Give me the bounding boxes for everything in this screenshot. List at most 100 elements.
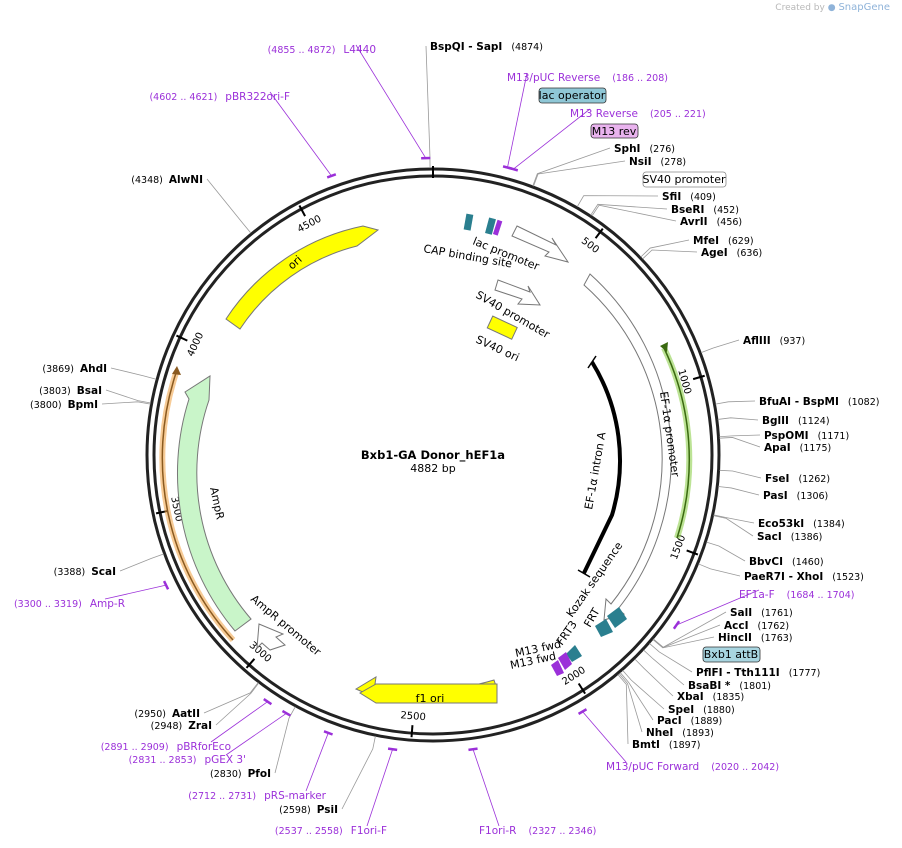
m13-fwd-2-feature xyxy=(551,660,564,676)
enzyme-label: ZraI xyxy=(188,720,212,732)
m13-rev-box-label: M13 rev xyxy=(592,125,637,138)
enzyme-label: PsiI xyxy=(317,804,338,816)
enzyme-position: (1124) xyxy=(798,416,830,427)
primer-mark xyxy=(508,166,519,172)
cap-site-feature xyxy=(463,213,474,231)
enzyme-position: (1761) xyxy=(761,608,793,619)
lac-operator-feature xyxy=(485,217,496,235)
enzyme-position: (1082) xyxy=(848,397,880,408)
enzyme-label: BmtI xyxy=(632,739,660,751)
enzyme-label: PasI xyxy=(763,490,788,502)
primer-label: (4602 .. 4621)pBR322ori-F xyxy=(149,91,290,103)
enzyme-position: (276) xyxy=(649,144,675,155)
enzyme-label: SphI xyxy=(614,143,640,155)
tick-500 xyxy=(594,228,604,239)
enzyme-position: (2830) xyxy=(210,769,242,780)
primer-mark xyxy=(672,620,681,630)
primer-label: M13/pUC Reverse(186 .. 208) xyxy=(507,72,668,84)
primer-mark xyxy=(387,747,398,752)
enzyme-label: PspOMI xyxy=(764,430,809,442)
primer-label: M13 Reverse(205 .. 221) xyxy=(570,108,706,120)
enzyme-position: (1523) xyxy=(832,572,864,583)
enzyme-label: AgeI xyxy=(701,247,728,259)
ampr-promoter-feature xyxy=(256,623,287,651)
ef1a-intron-start-cap xyxy=(577,569,591,578)
enzyme-label: AatII xyxy=(172,708,200,720)
enzyme-position: (456) xyxy=(717,217,743,228)
enzyme-position: (1897) xyxy=(669,740,701,751)
enzyme-label: PaeR7I - XhoI xyxy=(744,571,823,583)
sv40-promoter-feature xyxy=(494,279,541,306)
m13-fwd-1-feature xyxy=(558,652,572,670)
snapgene-logo-icon: ● xyxy=(827,3,836,13)
enzyme-label: BglII xyxy=(762,415,789,427)
credit-brand: SnapGene xyxy=(838,2,890,13)
frt-feature xyxy=(607,607,627,628)
enzyme-label: BsaBI * xyxy=(688,680,731,692)
enzyme-label: SfiI xyxy=(662,191,681,203)
tick-label-4500: 4500 xyxy=(296,214,324,236)
enzyme-position: (409) xyxy=(690,192,716,203)
enzyme-position: (3388) xyxy=(54,567,86,578)
primer-label: EF1a-F(1684 .. 1704) xyxy=(739,589,854,601)
enzyme-position: (1801) xyxy=(739,681,771,692)
tick-2000 xyxy=(577,682,586,695)
enzyme-position: (1893) xyxy=(682,728,714,739)
enzyme-position: (3869) xyxy=(42,364,74,375)
primer-label: M13/pUC Forward(2020 .. 2042) xyxy=(606,761,779,773)
lac-operator-box-label: lac operator xyxy=(539,89,606,102)
tick-1500 xyxy=(686,549,699,556)
primer-label: F1ori-R(2327 .. 2346) xyxy=(479,825,596,837)
enzyme-label: PacI xyxy=(657,715,682,727)
sv40-ori-label: SV40 ori xyxy=(474,333,521,364)
enzyme-position: (1763) xyxy=(761,633,793,644)
primer-label: (2537 .. 2558)F1ori-F xyxy=(275,825,387,837)
ef1a-intron-label: EF-1α intron A xyxy=(582,431,608,511)
tick-label-500: 500 xyxy=(579,236,601,256)
primer-mark xyxy=(468,747,478,752)
tick-label-4000: 4000 xyxy=(186,331,207,359)
enzyme-label: AvrII xyxy=(680,216,708,228)
sv40-promoter-box xyxy=(642,171,727,188)
tick-3000 xyxy=(245,658,256,669)
plasmid-name: Bxb1-GA Donor_hEF1a xyxy=(361,448,505,463)
ampr-label: AmpR xyxy=(207,486,227,521)
ef1a-intron-feature xyxy=(582,360,622,574)
enzyme-label: BpmI xyxy=(68,399,98,411)
bxb1-attb-box xyxy=(702,646,761,663)
enzyme-label: BseRI xyxy=(671,204,704,216)
enzyme-label: AccI xyxy=(724,620,748,632)
enzyme-position: (1835) xyxy=(713,692,745,703)
enzyme-label: FseI xyxy=(765,473,789,485)
enzyme-position: (1777) xyxy=(789,668,821,679)
enzyme-label: AhdI xyxy=(80,363,107,375)
enzyme-position: (2950) xyxy=(134,709,166,720)
enzyme-label: HincII xyxy=(718,632,752,644)
enzyme-position: (1460) xyxy=(792,557,824,568)
enzyme-label: ScaI xyxy=(91,566,116,578)
enzyme-label: NsiI xyxy=(629,156,652,168)
primer-label: (3300 .. 3319)Amp-R xyxy=(14,598,125,610)
primer-label: (2712 .. 2731)pRS-marker xyxy=(188,790,326,802)
ampr-glow-arc-inner xyxy=(161,372,234,641)
ef1a-glow-arrowhead xyxy=(660,342,668,352)
annotation-labels: BspQI - SapI (4874) SphI (276)NsiI (278) SfiI… xyxy=(14,41,880,837)
enzyme-label: BspQI - SapI xyxy=(430,41,502,53)
leader-lines xyxy=(101,44,762,827)
lac-operator-box xyxy=(538,87,607,104)
primer-label: (4855 .. 4872)L4440 xyxy=(268,44,376,56)
enzyme-position: (4874) xyxy=(511,42,543,53)
primer-mark xyxy=(263,698,273,706)
enzyme-label: PflFI - Tth111I xyxy=(696,667,780,679)
enzyme-label: XbaI xyxy=(677,691,704,703)
ori-feature xyxy=(225,225,380,330)
enzyme-label: BsaI xyxy=(77,385,102,397)
enzyme-position: (278) xyxy=(661,157,687,168)
frt-small-1 xyxy=(566,645,582,662)
tick-4000 xyxy=(176,334,188,342)
enzyme-label: Eco53kI xyxy=(758,518,804,530)
enzyme-label: BbvCI xyxy=(749,556,783,568)
enzyme-position: (2948) xyxy=(151,721,183,732)
ampr-glow-arrowhead xyxy=(172,366,181,375)
